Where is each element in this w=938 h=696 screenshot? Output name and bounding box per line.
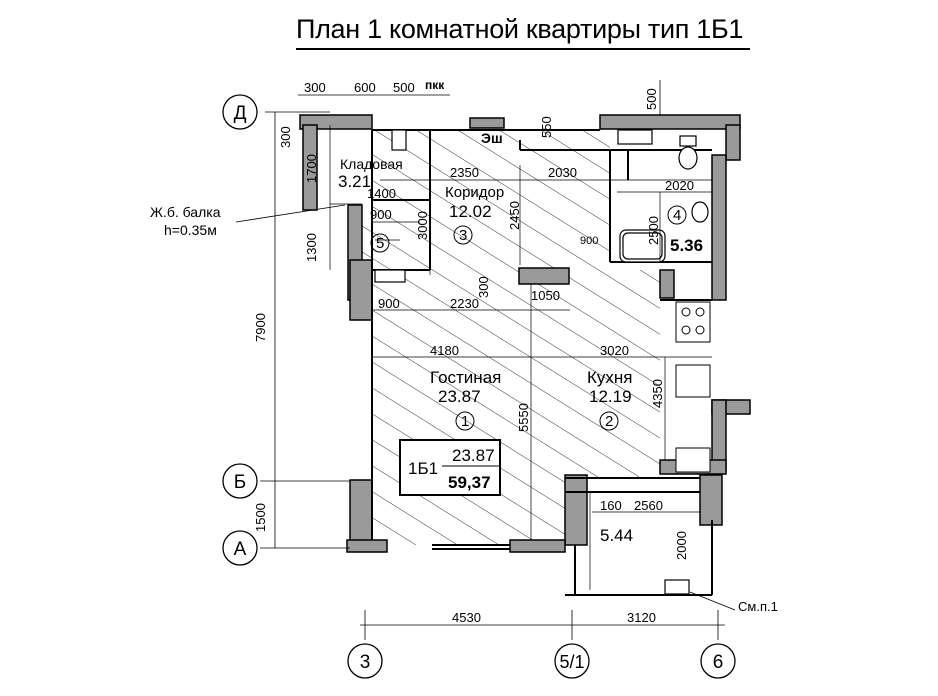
room-kitchen-num: 2 bbox=[605, 413, 613, 430]
bath-fixtures bbox=[374, 129, 709, 595]
label-pkk: пкк bbox=[425, 78, 445, 92]
dim-left-1500: 1500 bbox=[253, 503, 268, 532]
apartment-stamp-frame bbox=[399, 439, 501, 496]
note-beam-line2: h=0.35м bbox=[164, 222, 217, 238]
axis-lines bbox=[260, 80, 725, 640]
dim-4180: 4180 bbox=[430, 343, 459, 358]
dim-esh-550: 550 bbox=[539, 116, 554, 138]
axis-col-5-1: 5/1 bbox=[559, 652, 584, 672]
dim-top-300: 300 bbox=[304, 80, 326, 95]
room-storage-num-ring bbox=[370, 233, 390, 253]
axis-row-b: Б bbox=[234, 472, 246, 493]
axis-bubbles bbox=[222, 94, 736, 679]
stamp-living-area: 23.87 bbox=[452, 446, 495, 465]
room-corridor-num-ring bbox=[453, 225, 473, 245]
kitchen-fixtures bbox=[675, 301, 711, 473]
dim-bottom-3120: 3120 bbox=[627, 610, 656, 625]
label-esh: Эш bbox=[481, 130, 503, 146]
note-leaders bbox=[235, 204, 736, 611]
axis-row-d: Д bbox=[234, 103, 247, 124]
dim-2000: 2000 bbox=[674, 531, 689, 560]
dim-5550: 5550 bbox=[516, 403, 531, 432]
dimension-lines bbox=[329, 125, 712, 590]
dim-2030: 2030 bbox=[548, 165, 577, 180]
dim-left-300: 300 bbox=[278, 126, 293, 148]
room-bath-area: 5.36 bbox=[670, 236, 703, 255]
room-living-num-ring bbox=[455, 411, 475, 431]
dim-2020: 2020 bbox=[665, 178, 694, 193]
dim-300: 300 bbox=[476, 276, 491, 298]
axis-row-a: А bbox=[234, 539, 247, 560]
room-bath-num-ring bbox=[667, 205, 687, 225]
room-living-name: Гостиная bbox=[430, 368, 501, 387]
dim-top-right-500: 500 bbox=[644, 88, 659, 110]
dim-left-1300: 1300 bbox=[304, 233, 319, 262]
dim-2230: 2230 bbox=[450, 296, 479, 311]
dim-left-1700: 1700 bbox=[304, 154, 319, 183]
dim-2500: 2500 bbox=[646, 216, 661, 245]
dim-2350: 2350 bbox=[450, 165, 479, 180]
room-kitchen-area: 12.19 bbox=[589, 387, 632, 406]
axis-col-3: 3 bbox=[360, 652, 371, 673]
axis-col-6: 6 bbox=[713, 652, 724, 673]
dim-top-600: 600 bbox=[354, 80, 376, 95]
dim-top-500: 500 bbox=[393, 80, 415, 95]
stamp-type: 1Б1 bbox=[408, 459, 438, 478]
dim-1400: 1400 bbox=[367, 186, 396, 201]
room-kitchen-name: Кухня bbox=[587, 368, 633, 387]
stamp-total-area: 59,37 bbox=[448, 473, 491, 492]
dim-2560: 2560 bbox=[634, 498, 663, 513]
room-corridor-name: Коридор bbox=[445, 184, 504, 201]
dim-bottom-4530: 4530 bbox=[452, 610, 481, 625]
dim-left-7900: 7900 bbox=[253, 313, 268, 342]
dim-2450: 2450 bbox=[507, 201, 522, 230]
room-storage-area: 3.21 bbox=[338, 172, 371, 191]
dim-900a: 900 bbox=[370, 207, 392, 222]
room-living-num: 1 bbox=[461, 413, 469, 430]
note-see: См.п.1 bbox=[738, 599, 778, 614]
dim-160: 160 bbox=[600, 498, 622, 513]
room-corridor-num: 3 bbox=[459, 227, 467, 244]
dim-3020: 3020 bbox=[600, 343, 629, 358]
dim-900c: 900 bbox=[378, 296, 400, 311]
title-underline bbox=[296, 48, 750, 50]
room-bath-num: 4 bbox=[673, 207, 681, 224]
dim-900b: 900 bbox=[580, 235, 598, 247]
room-kitchen-num-ring bbox=[599, 411, 619, 431]
note-beam-line1: Ж.б. балка bbox=[150, 204, 221, 220]
room-storage-name: Кладовая bbox=[340, 156, 403, 172]
room-storage-num: 5 bbox=[376, 235, 384, 252]
plan-title: План 1 комнатной квартиры тип 1Б1 bbox=[296, 14, 744, 44]
dim-4350: 4350 bbox=[650, 379, 665, 408]
dim-3000: 3000 bbox=[415, 211, 430, 240]
room-balcony-area: 5.44 bbox=[600, 526, 633, 545]
dim-1050: 1050 bbox=[531, 288, 560, 303]
room-corridor-area: 12.02 bbox=[449, 202, 492, 221]
room-living-area: 23.87 bbox=[438, 387, 481, 406]
